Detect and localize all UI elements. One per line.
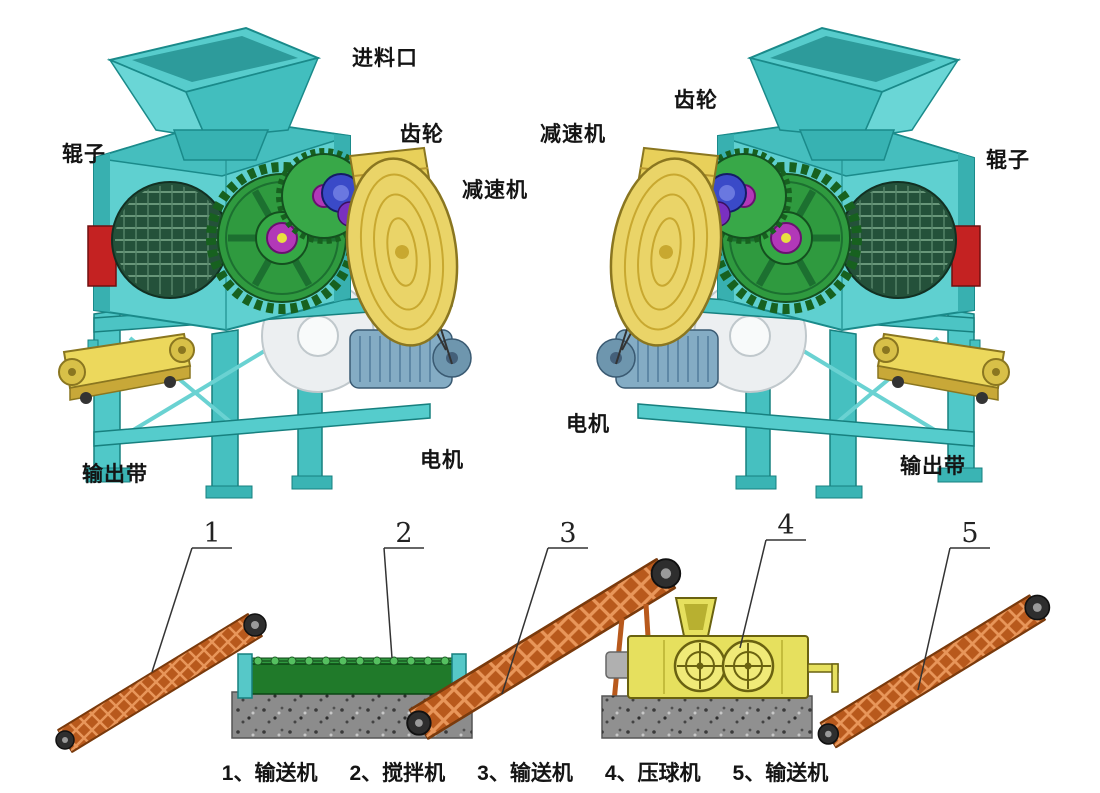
callout-number-4: 4 — [777, 510, 794, 541]
callout-4 — [739, 539, 806, 649]
callout-1 — [151, 547, 232, 673]
label-right-output-belt: 输出带 — [900, 455, 966, 478]
callout-number-3: 3 — [559, 518, 576, 549]
legend-item-5: 5、输送机 — [732, 762, 829, 785]
callout-2 — [383, 547, 424, 659]
machine-right-view — [597, 28, 1009, 498]
legend-item-3: 3、输送机 — [477, 762, 573, 785]
label-left-gear: 齿轮 — [400, 123, 444, 146]
flow-legend: 1、输送机 2、搅拌机 3、输送机 4、压球机 5、输送机 — [0, 757, 1050, 787]
label-right-reducer: 减速机 — [540, 123, 606, 146]
label-right-gear: 齿轮 — [674, 89, 718, 112]
label-left-roller: 辊子 — [62, 143, 106, 166]
label-left-reducer: 减速机 — [462, 179, 528, 202]
legend-item-4: 4、压球机 — [604, 762, 701, 785]
press-machine — [601, 597, 839, 739]
machine-left-view — [59, 28, 471, 498]
label-left-motor: 电机 — [420, 449, 464, 472]
callout-3 — [501, 547, 588, 695]
flow-diagram: 1 2 3 4 5 — [55, 510, 1051, 753]
legend-item-2: 2、搅拌机 — [349, 762, 446, 785]
callout-5 — [917, 547, 990, 691]
callout-number-2: 2 — [395, 518, 412, 549]
label-feed-inlet: 进料口 — [352, 47, 418, 70]
callout-number-1: 1 — [203, 518, 220, 549]
label-right-motor: 电机 — [566, 413, 610, 436]
legend-item-1: 1、输送机 — [221, 762, 318, 785]
label-right-roller: 辊子 — [986, 149, 1030, 172]
callout-number-5: 5 — [961, 518, 978, 549]
label-left-output-belt: 输出带 — [82, 463, 148, 486]
